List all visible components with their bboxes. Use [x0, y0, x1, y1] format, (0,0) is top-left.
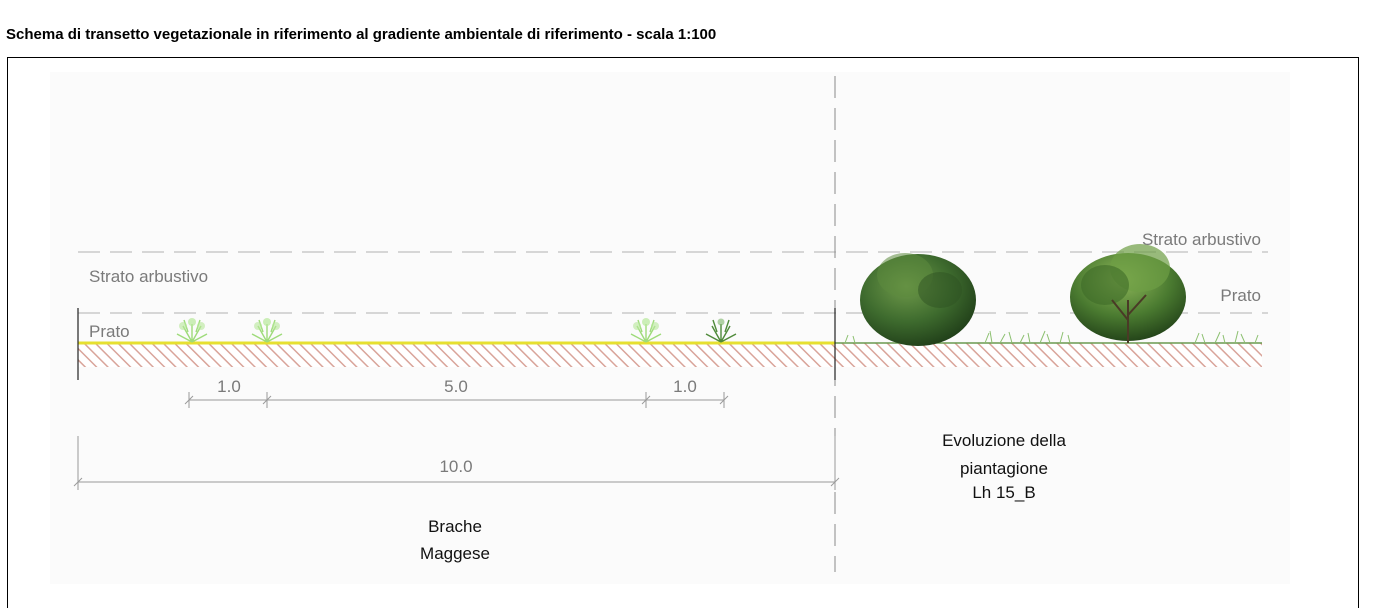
right-caption-line1: Evoluzione della — [942, 431, 1066, 450]
shrub-icon — [176, 318, 208, 343]
shrub-icon — [705, 318, 737, 343]
dimension-line-segments — [184, 392, 729, 408]
dimension-label: 5.0 — [444, 377, 468, 396]
left-caption-line2: Maggese — [420, 544, 490, 563]
prato-label: Prato — [89, 322, 130, 341]
dimension-label: 1.0 — [217, 377, 241, 396]
tree-icon — [1070, 244, 1186, 343]
page-title: Schema di transetto vegetazionale in rif… — [6, 26, 717, 43]
left-caption-line1: Brache — [428, 517, 482, 536]
strato-arbustivo-label: Strato arbustivo — [89, 267, 208, 286]
shrub-icon — [860, 253, 976, 346]
soil-hatch — [78, 343, 1262, 367]
right-caption-line2: piantagione — [960, 459, 1048, 478]
prato-label-right: Prato — [1220, 286, 1261, 305]
total-dimension-line — [73, 436, 840, 490]
shrub-icon — [251, 318, 283, 343]
grass-icon — [844, 330, 1259, 344]
right-caption-line3: Lh 15_B — [972, 483, 1035, 502]
drawing-frame — [7, 57, 1359, 608]
total-dimension-label: 10.0 — [439, 457, 472, 476]
dimension-label: 1.0 — [673, 377, 697, 396]
shrub-icon — [630, 318, 662, 343]
strato-arbustivo-label-right: Strato arbustivo — [1142, 230, 1261, 249]
